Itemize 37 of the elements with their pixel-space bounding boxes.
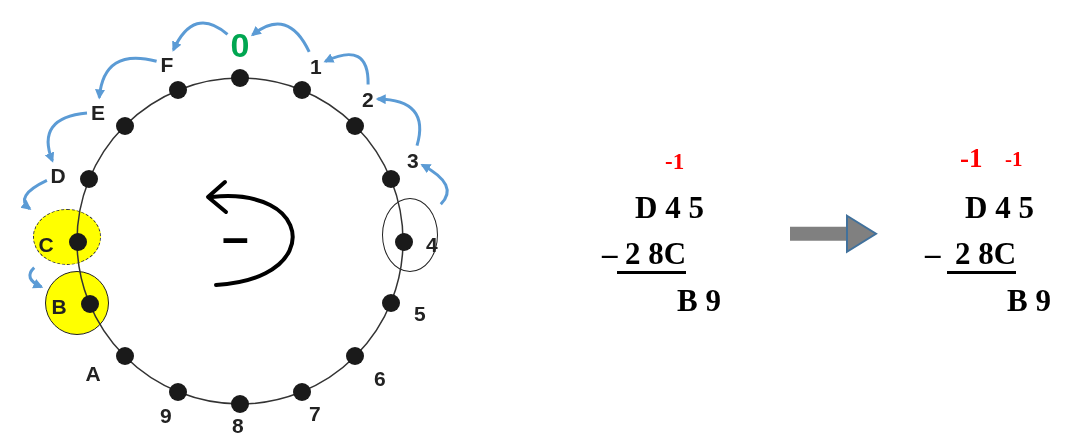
- digit-label: C: [38, 233, 54, 255]
- borrow-mark: -1: [960, 145, 983, 172]
- curved-arrow: [323, 53, 370, 85]
- minus-sign: –: [222, 214, 249, 262]
- block-arrow: [790, 214, 877, 253]
- digit-row: B 9: [677, 285, 721, 316]
- curved-arrow: [45, 111, 88, 163]
- curved-arrow: [95, 56, 157, 100]
- borrow-mark: -1: [665, 150, 685, 173]
- digit-row: B 9: [1007, 285, 1051, 316]
- digit-row: –: [925, 238, 941, 269]
- digit-label: 5: [414, 302, 426, 324]
- curved-arrow: [28, 266, 44, 289]
- digit-row: 2 8C: [947, 238, 1017, 274]
- digit-label: D: [50, 164, 66, 186]
- digit-label: 9: [160, 404, 172, 426]
- digit-label: 1: [310, 55, 322, 77]
- digit-label: 7: [309, 402, 321, 424]
- digit-label: A: [85, 362, 101, 384]
- digit-label: 0: [230, 28, 250, 62]
- curved-arrow: [375, 94, 422, 147]
- digit-label: E: [91, 101, 105, 123]
- digit-label: F: [160, 53, 174, 75]
- digit-row: D 4 5: [965, 192, 1034, 223]
- curved-arrow: [20, 179, 48, 210]
- digit-label: 3: [407, 149, 419, 171]
- digit-label: 8: [232, 414, 244, 436]
- digit-row: –: [602, 238, 618, 269]
- digit-label: 6: [374, 367, 386, 389]
- curved-arrow: [250, 22, 311, 53]
- highlight-circle: [45, 271, 109, 335]
- borrow-mark: -1: [1005, 149, 1023, 170]
- curved-arrow: [172, 21, 229, 52]
- digit-row: 2 8C: [617, 238, 687, 274]
- digit-label: B: [51, 295, 67, 317]
- digit-label: 2: [362, 88, 374, 110]
- digit-row: D 4 5: [635, 192, 704, 223]
